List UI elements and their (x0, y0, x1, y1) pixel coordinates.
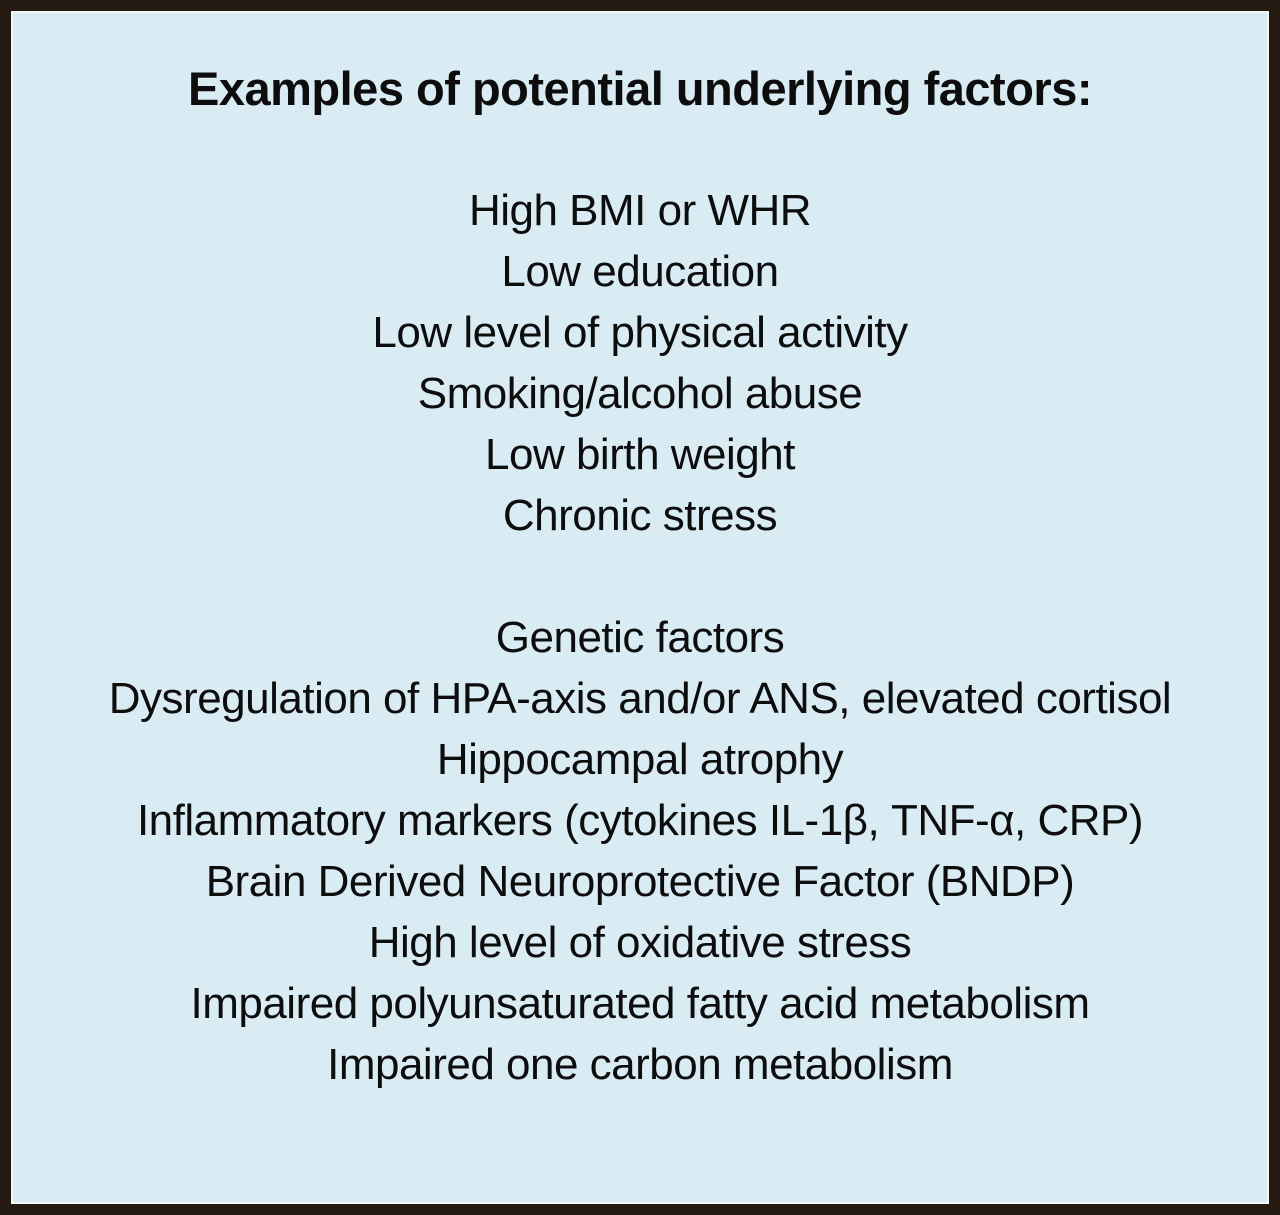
blank-line (11, 546, 1269, 607)
factor-item: High level of oxidative stress (368, 918, 912, 967)
factor-item: High BMI or WHR (468, 186, 812, 235)
factor-item: Low level of physical activity (372, 308, 908, 357)
factor-group-lifestyle: High BMI or WHR Low education Low level … (11, 180, 1269, 546)
factor-item: Smoking/alcohol abuse (417, 369, 863, 418)
factor-item: Inflammatory markers (cytokines IL-1β, T… (136, 796, 1144, 845)
factor-item: Low education (501, 247, 779, 296)
factor-item: Brain Derived Neuroprotective Factor (BN… (205, 857, 1075, 906)
factor-item: Genetic factors (495, 613, 785, 662)
factor-item: Low birth weight (485, 430, 795, 479)
factor-group-biological: Genetic factors Dysregulation of HPA-axi… (11, 607, 1269, 1095)
factor-item: Impaired one carbon metabolism (327, 1040, 953, 1089)
blank-line (11, 119, 1269, 180)
factor-item: Dysregulation of HPA-axis and/or ANS, el… (108, 674, 1172, 723)
figure-title: Examples of potential underlying factors… (188, 62, 1093, 115)
factor-item: Hippocampal atrophy (436, 735, 844, 784)
factors-content: Examples of potential underlying factors… (11, 11, 1269, 1095)
factor-item: Chronic stress (502, 491, 778, 540)
factor-item: Impaired polyunsaturated fatty acid meta… (190, 979, 1090, 1028)
